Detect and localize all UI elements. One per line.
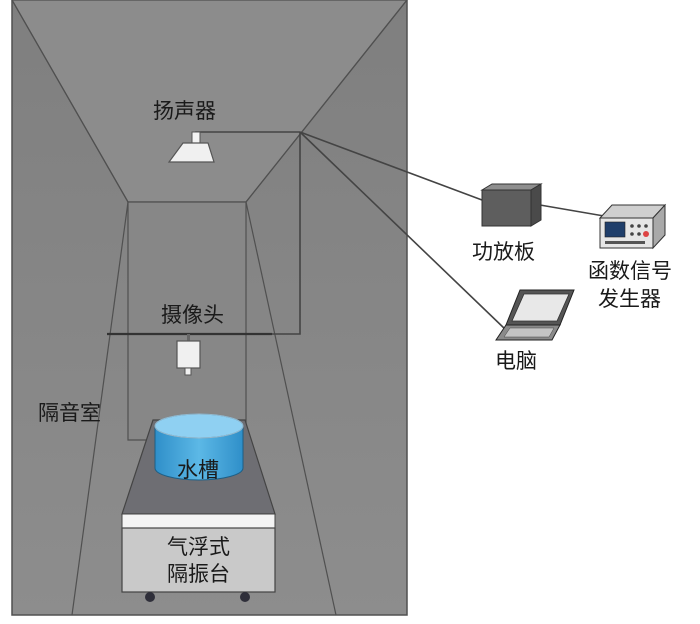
camera-label: 摄像头 xyxy=(161,303,224,327)
speaker-device xyxy=(167,131,215,163)
isolation-table-label-line1: 气浮式 xyxy=(167,535,230,559)
speaker-label: 扬声器 xyxy=(153,99,216,123)
function-generator-label-line2: 发生器 xyxy=(598,287,661,311)
camera-device xyxy=(107,332,272,376)
amplifier-label: 功放板 xyxy=(472,240,535,264)
function-generator-device xyxy=(598,203,667,250)
soundproof-room-label: 隔音室 xyxy=(38,401,101,425)
amplifier-cable xyxy=(299,131,483,201)
computer-cable xyxy=(299,131,507,331)
computer-label: 电脑 xyxy=(495,349,537,373)
water-tank-label: 水槽 xyxy=(177,458,219,482)
isolation-table-label-line2: 隔振台 xyxy=(167,562,230,586)
amplifier-device xyxy=(480,183,543,227)
generator-cable xyxy=(539,204,605,217)
water-tank xyxy=(154,413,244,481)
function-generator-label-line1: 函数信号 xyxy=(588,259,672,283)
computer-device xyxy=(495,289,575,341)
